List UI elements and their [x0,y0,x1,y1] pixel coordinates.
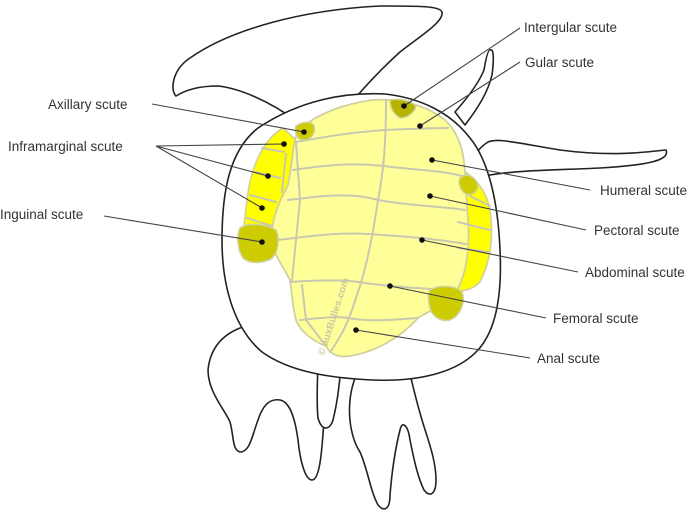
label-pectoral-scute: Pectoral scute [594,223,680,238]
intergular-scute [389,98,417,119]
label-intergular-scute: Intergular scute [524,20,617,35]
dot-gular [417,123,423,129]
dot-axillary [301,129,307,135]
right-inguinal-scute [427,285,464,322]
rear-right-flipper [459,139,668,181]
label-abdominal-scute: Abdominal scute [585,265,685,280]
leader-pectoral [429,195,587,231]
hind-right-flipper [348,347,437,510]
label-humeral-scute: Humeral scute [600,183,687,198]
label-gular-scute: Gular scute [525,55,594,70]
leader-anal [355,329,531,359]
right-axillary-scute [458,174,479,196]
front-left-flipper [172,5,443,123]
label-femoral-scute: Femoral scute [553,311,639,326]
front-right-flipper [454,49,495,126]
dot-pectoral [427,193,433,199]
leader-gular [419,61,521,127]
label-inframarginal-scute: Inframarginal scute [8,139,123,154]
label-anal-scute: Anal scute [537,351,600,366]
leader-inframarginal-3 [155,145,263,209]
dot-inframarginal-1 [281,141,287,147]
leader-femoral [389,285,547,319]
dot-abdominal [419,237,425,243]
dot-anal [353,327,359,333]
leader-axillary [151,103,305,133]
leader-inframarginal-2 [155,145,269,177]
dot-inguinal [259,239,265,245]
leader-humeral [431,159,591,191]
leader-intergular [403,27,521,107]
inguinal-scute [237,223,279,264]
leader-inguinal [103,215,263,243]
dot-intergular [401,103,407,109]
dot-humeral [429,157,435,163]
dot-inframarginal-2 [265,173,271,179]
dot-femoral [387,283,393,289]
leader-abdominal [421,239,579,273]
leader-inframarginal-1 [155,143,285,147]
label-inguinal-scute: Inguinal scute [0,207,83,222]
dot-inframarginal-3 [259,205,265,211]
label-axillary-scute: Axillary scute [48,97,128,112]
